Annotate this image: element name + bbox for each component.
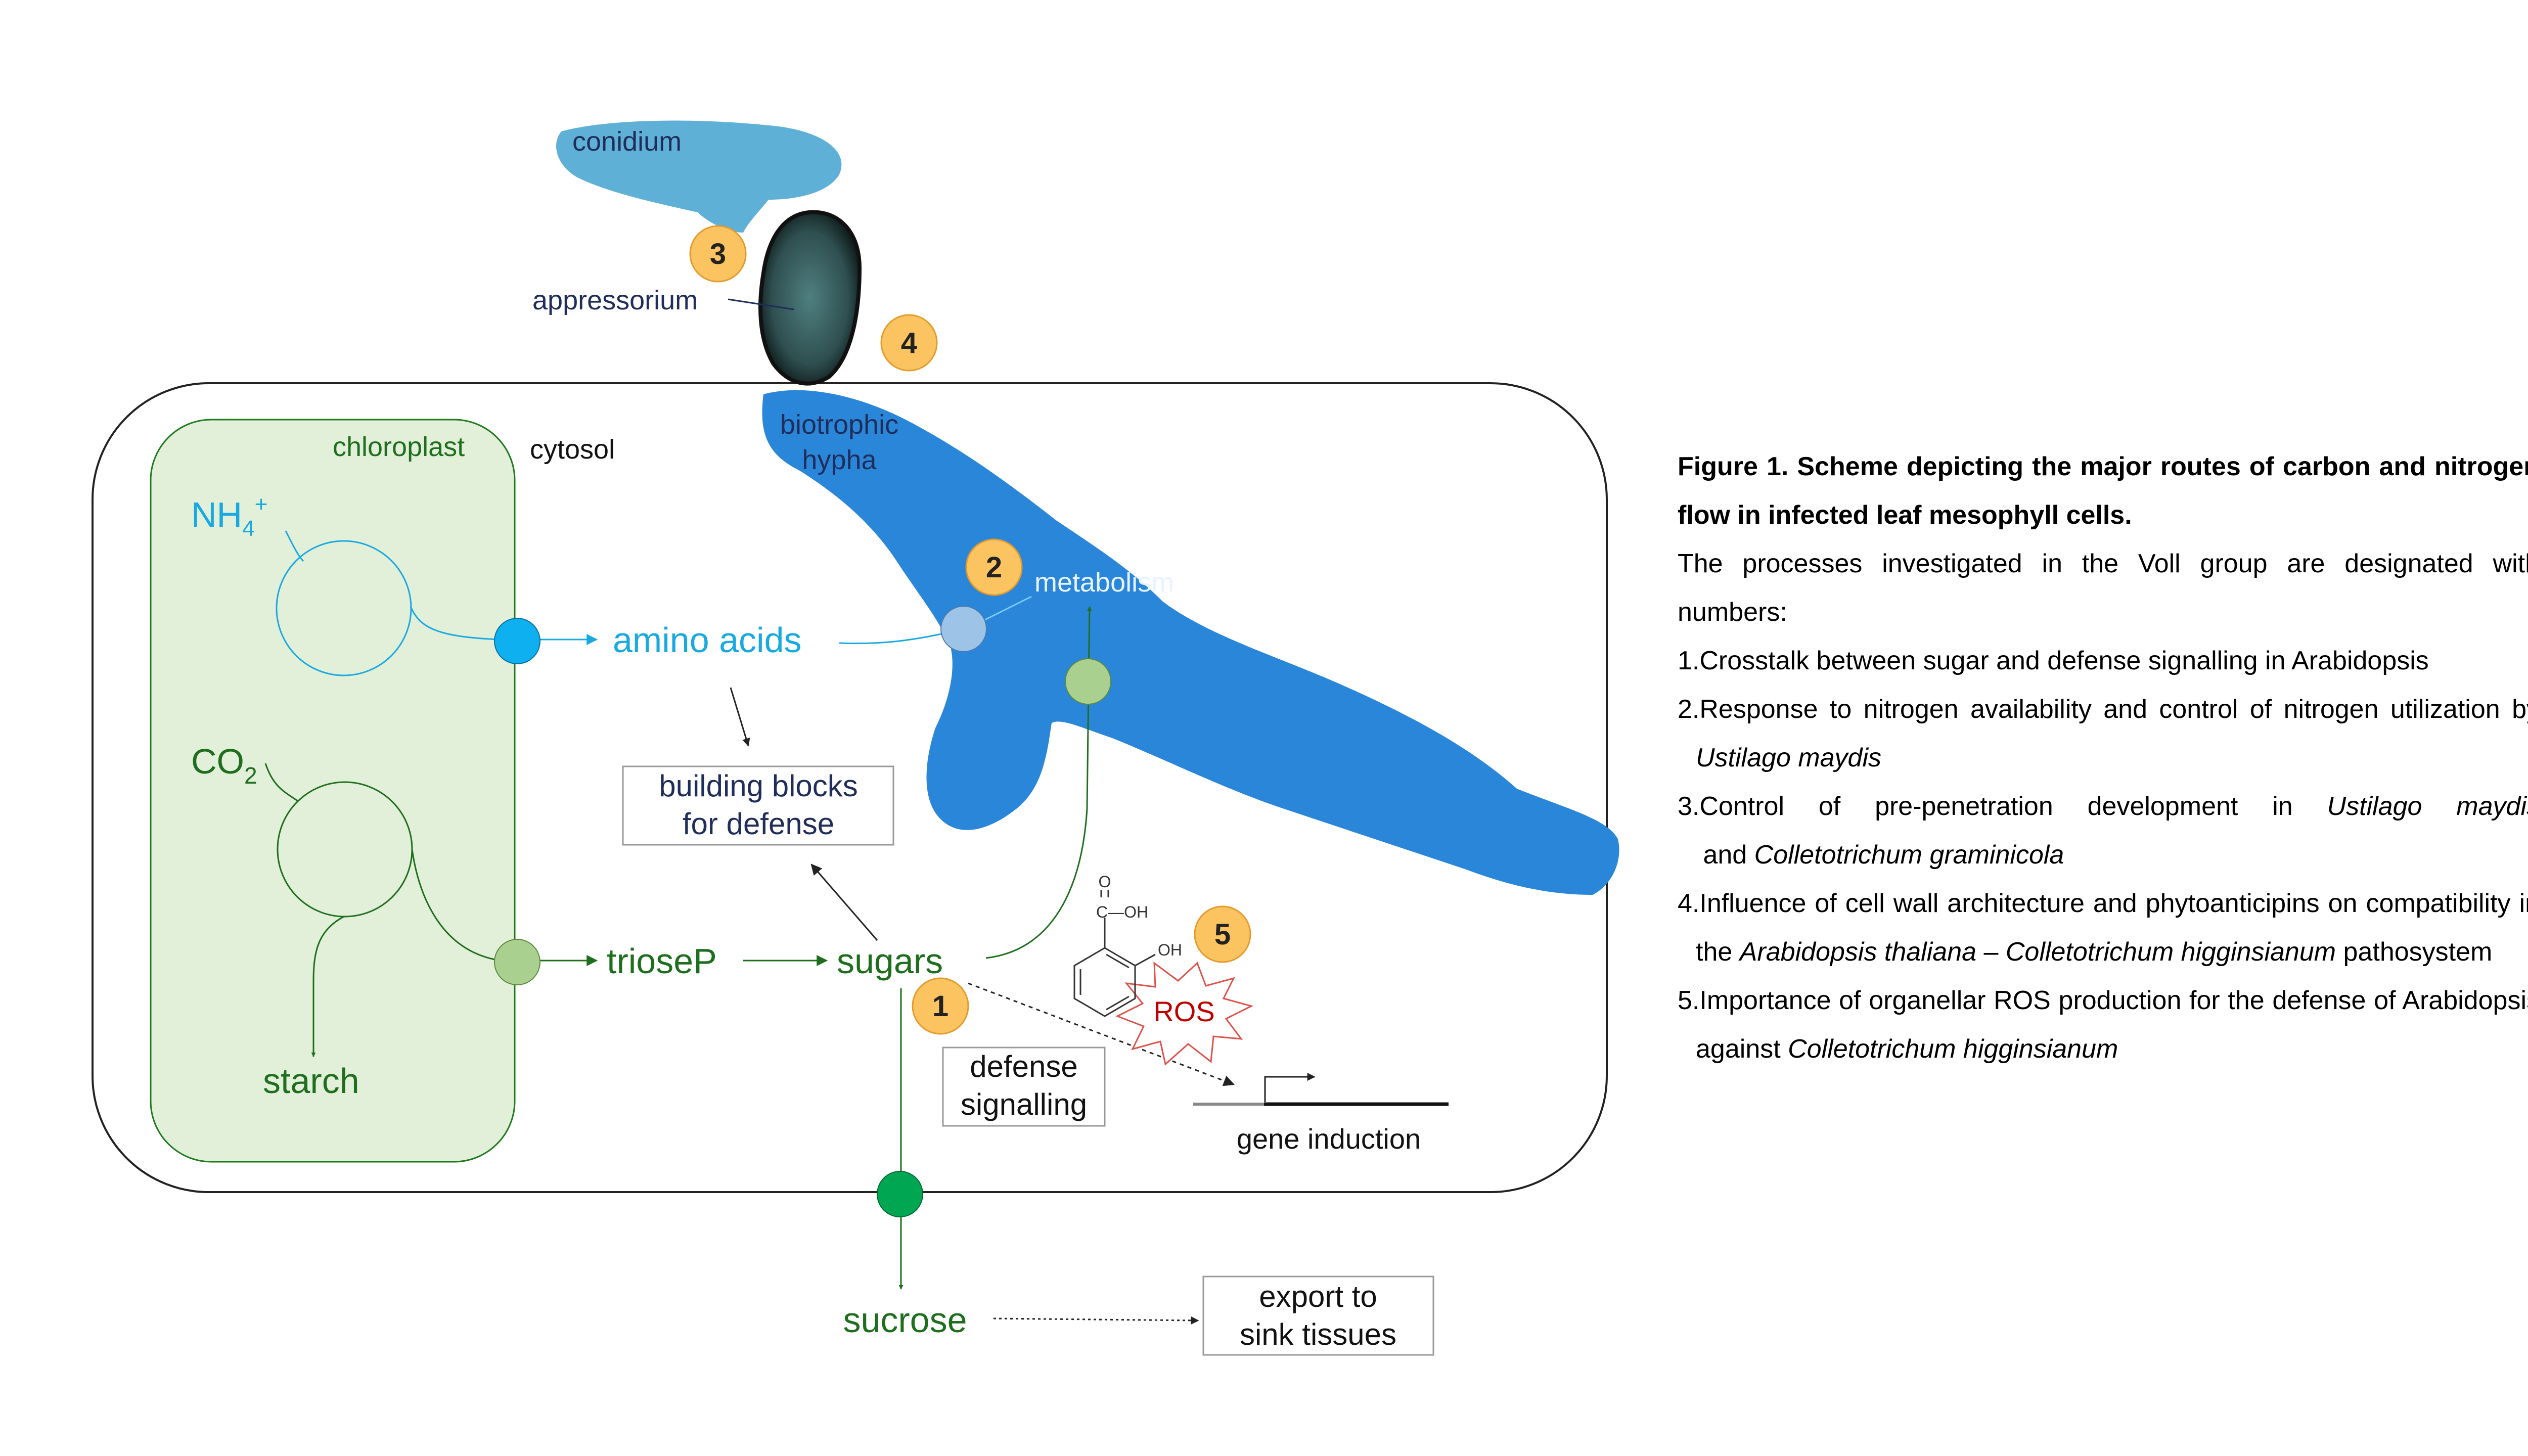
biotrophic-hypha-shape [762, 390, 1619, 895]
triosep-transporter [494, 939, 540, 985]
gene-induction-label: gene induction [1237, 1123, 1421, 1155]
transcription-start-arrow [1264, 1073, 1316, 1102]
nh4-input-curve [285, 530, 304, 562]
co2-label: CO2 [191, 742, 257, 789]
export-line2: sink tissues [1240, 1317, 1396, 1351]
salicylic-acid-structure [1073, 890, 1156, 1017]
sugars-label: sugars [837, 941, 943, 981]
arrow-amino-to-building [730, 687, 750, 747]
salicylic-cooh-label: C—OH [1096, 903, 1148, 921]
dotted-sugars-to-gene-induction [968, 982, 1235, 1086]
conidium-shape [556, 120, 842, 233]
sucrose-export-transporter [877, 1171, 923, 1217]
sugar-uptake-transporter [1065, 658, 1111, 705]
building-blocks-line2: for defense [683, 807, 834, 841]
biotrophic-label-line2: hypha [802, 445, 877, 475]
chloroplast-compartment [150, 419, 516, 1163]
badge-number-2: 2 [986, 551, 1002, 584]
starch-label: starch [263, 1061, 359, 1101]
process-badge-3: 3 [689, 225, 747, 283]
caption-title: Figure 1. Scheme depicting the major rou… [1678, 452, 2528, 530]
caption-item-2: 2.Response to nitrogen availability and … [1678, 695, 2528, 772]
export-line1: export to [1259, 1280, 1377, 1313]
sucrose-label: sucrose [843, 1300, 967, 1340]
appressorium-shape [758, 210, 862, 386]
appressorium-label: appressorium [532, 285, 698, 315]
triosep-output-curve [411, 849, 501, 962]
process-badge-5: 5 [1194, 905, 1251, 963]
nh4-label: NH4+ [191, 492, 267, 541]
nh4-output-curve [410, 606, 501, 641]
triosep-label: trioseP [607, 941, 717, 981]
co2-input-curve [264, 763, 299, 802]
caption-item-3: 3.Control of pre-penetration development… [1678, 792, 2528, 870]
arrow-sugars-to-building [810, 863, 878, 941]
salicylic-oh-label: OH [1158, 941, 1182, 959]
caption-item-4: 4.Influence of cell wall architecture an… [1678, 889, 2528, 967]
badge-number-4: 4 [901, 327, 917, 359]
caption-item-1: 1.Crosstalk between sugar and defense si… [1678, 646, 2429, 675]
badge-number-5: 5 [1214, 918, 1231, 951]
caption-intro: The processes investigated in the Voll g… [1678, 549, 2528, 627]
defense-signalling-box [942, 1046, 1106, 1127]
amino-acids-label: amino acids [613, 620, 802, 660]
defense-signalling-line2: signalling [961, 1087, 1087, 1121]
starch-branch-curve [311, 916, 344, 1057]
process-badge-2: 2 [965, 538, 1023, 596]
process-badge-4: 4 [880, 314, 938, 372]
badge-number-3: 3 [710, 238, 726, 270]
appressorium-pointer-line [728, 298, 794, 310]
biotrophic-label-line1: biotrophic [780, 410, 898, 440]
badge-number-1: 1 [932, 990, 949, 1023]
ros-burst-shape [1115, 961, 1254, 1066]
ammonium-transporter [494, 618, 540, 664]
defense-signalling-line1: defense [970, 1050, 1078, 1083]
conidium-label: conidium [572, 126, 682, 157]
building-blocks-line1: building blocks [659, 769, 858, 803]
figure-caption: Figure 1. Scheme depicting the major rou… [1678, 442, 2528, 1073]
export-box [1202, 1276, 1434, 1356]
caption-item-5: 5.Importance of organellar ROS productio… [1678, 986, 2528, 1064]
sugars-to-hypha-curve [985, 606, 1092, 959]
amino-acid-uptake-transporter [940, 606, 987, 652]
cytosol-label: cytosol [530, 434, 615, 465]
salicylic-o-label: O [1099, 873, 1111, 891]
process-badge-1: 1 [912, 977, 969, 1035]
building-blocks-box [622, 765, 894, 846]
amino-acids-to-hypha-line [839, 631, 951, 645]
dotted-sucrose-to-export [993, 1316, 1199, 1325]
chloroplast-label: chloroplast [333, 432, 465, 462]
metabolism-label: metabolism [1034, 567, 1174, 598]
ros-label: ROS [1153, 995, 1214, 1027]
